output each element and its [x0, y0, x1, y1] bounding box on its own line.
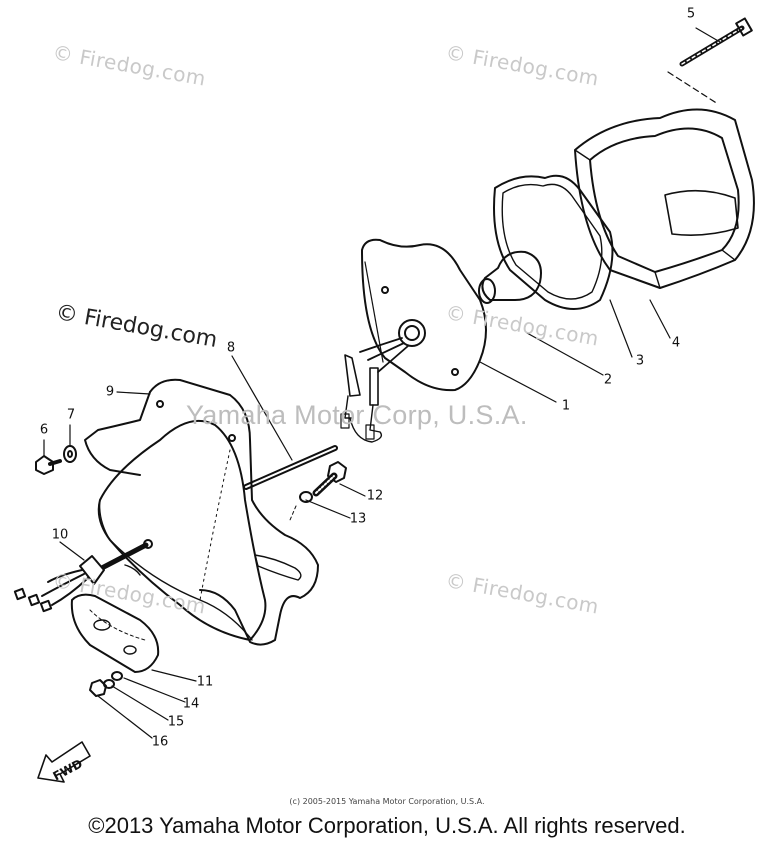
small-copyright-notice: (c) 2005-2015 Yamaha Motor Corporation, …: [289, 797, 485, 806]
callout-part-13: 13: [349, 511, 367, 527]
fwd-arrow-outline: [37, 741, 91, 783]
callout-part-15: 15: [167, 714, 185, 730]
part-housing: [97, 419, 267, 641]
part-bulb: [478, 250, 542, 304]
callout-part-12: 12: [366, 488, 384, 504]
part-grommet-harness: [13, 539, 153, 613]
callout-part-9: 9: [105, 384, 115, 400]
part-nut-set: [89, 671, 123, 697]
callout-part-16: 16: [151, 734, 169, 750]
callout-part-3: 3: [635, 353, 645, 369]
callout-part-2: 2: [603, 372, 613, 388]
leader-lines: [43, 27, 721, 739]
part-lens-cover: [574, 71, 755, 289]
part-bracket: [84, 378, 319, 646]
callout-part-4: 4: [671, 335, 681, 351]
part-small-screw: [35, 455, 62, 475]
callout-part-1: 1: [561, 398, 571, 414]
callout-part-8: 8: [226, 340, 236, 356]
part-washer: [63, 445, 77, 463]
callout-part-6: 6: [39, 422, 49, 438]
callout-part-14: 14: [182, 696, 200, 712]
part-long-bolt: [243, 445, 338, 490]
part-bolt-washer: [289, 491, 313, 521]
part-hex-bolt: [312, 461, 347, 497]
watermark-yamaha-corp: Yamaha Motor Corp, U.S.A.: [186, 400, 528, 430]
callout-part-7: 7: [66, 407, 76, 423]
callout-part-5: 5: [686, 6, 696, 22]
part-socket-plate: [340, 238, 487, 443]
part-reflector: [70, 593, 160, 673]
part-screw-long: [679, 17, 753, 67]
callout-part-10: 10: [51, 527, 69, 543]
callout-part-11: 11: [196, 674, 214, 690]
footer-copyright: ©2013 Yamaha Motor Corporation, U.S.A. A…: [88, 813, 686, 838]
